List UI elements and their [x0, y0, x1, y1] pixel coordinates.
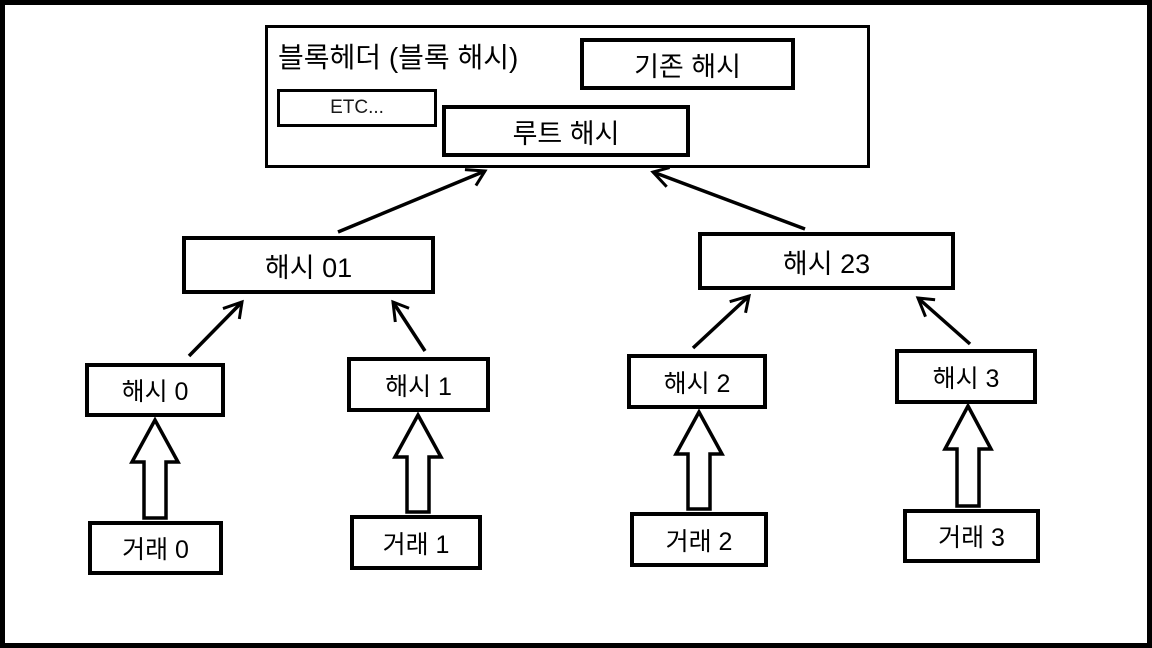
arrow-hash1-to-hash01 [391, 299, 427, 352]
node-hash-0: 해시 0 [85, 363, 225, 417]
transaction-1-label: 거래 1 [382, 530, 450, 559]
block-arrow-tx3-to-hash3 [942, 402, 994, 508]
root-hash-label: 루트 해시 [512, 118, 620, 149]
hash-0-label: 해시 0 [121, 378, 189, 406]
node-hash-2: 해시 2 [627, 354, 767, 409]
hash-3-label: 해시 3 [932, 364, 1000, 393]
block-arrow-tx1-to-hash1 [392, 411, 444, 514]
transaction-0-label: 거래 0 [122, 536, 189, 564]
node-hash-23: 해시 23 [698, 232, 955, 290]
hash-01-label: 해시 01 [264, 252, 353, 283]
node-transaction-1: 거래 1 [350, 515, 482, 570]
node-transaction-3: 거래 3 [903, 509, 1040, 563]
node-hash-01: 해시 01 [182, 236, 435, 294]
hash-2-label: 해시 2 [663, 369, 731, 398]
node-hash-1: 해시 1 [347, 357, 490, 412]
node-transaction-2: 거래 2 [630, 512, 768, 567]
node-previous-hash: 기존 해시 [580, 38, 795, 90]
arrow-hash0-to-hash01 [187, 299, 244, 358]
node-hash-3: 해시 3 [895, 349, 1037, 404]
etc-label: ETC... [330, 97, 384, 118]
node-transaction-0: 거래 0 [88, 521, 223, 575]
transaction-2-label: 거래 2 [665, 527, 733, 556]
hash-23-label: 해시 23 [782, 248, 871, 279]
arrow-hash01-to-root [337, 168, 488, 234]
node-root-hash: 루트 해시 [442, 105, 690, 157]
arrow-hash3-to-hash23 [915, 296, 972, 346]
block-arrow-tx0-to-hash0 [129, 416, 181, 520]
block-arrow-tx2-to-hash2 [673, 408, 725, 511]
node-etc: ETC... [277, 89, 437, 127]
arrow-hash2-to-hash23 [691, 293, 751, 350]
block-header-title: 블록헤더 (블록 해시) [278, 42, 519, 73]
transaction-3-label: 거래 3 [938, 524, 1005, 552]
previous-hash-label: 기존 해시 [634, 51, 741, 82]
arrow-layer [129, 166, 994, 520]
arrow-hash23-to-root [650, 166, 806, 231]
hash-1-label: 해시 1 [385, 372, 452, 401]
